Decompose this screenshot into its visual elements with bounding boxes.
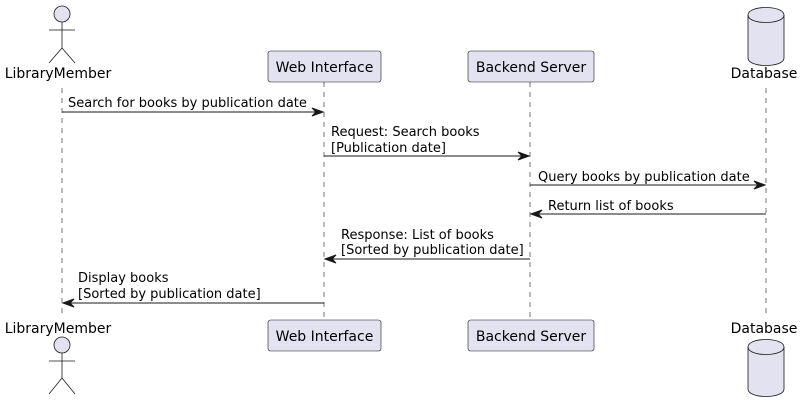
message-search-books: Search for books by publication date <box>62 96 325 117</box>
actor-label: LibraryMember <box>5 66 112 82</box>
arrowhead <box>529 209 543 219</box>
actor-library-member-top: LibraryMember <box>5 5 112 82</box>
actor-icon <box>48 336 76 395</box>
message-label-line-2: [Sorted by publication date] <box>341 243 524 258</box>
message-label: Return list of books <box>548 199 674 214</box>
participant-label: Backend Server <box>476 60 586 76</box>
message-label-line-2: [Sorted by publication date] <box>78 287 261 302</box>
arrowhead <box>323 254 337 264</box>
participant-label: Database <box>731 66 798 82</box>
participant-label: Web Interface <box>276 60 374 76</box>
arrowhead <box>753 180 767 190</box>
participant-backend-server-bottom: Backend Server <box>467 319 595 352</box>
participant-box <box>467 50 595 83</box>
message-label-line-1: Response: List of books <box>341 228 494 243</box>
participant-box <box>267 50 382 83</box>
participant-web-interface-top: Web Interface <box>267 50 382 83</box>
database-icon <box>747 339 785 397</box>
message-return-list: Return list of books <box>529 199 766 219</box>
actor-icon <box>48 5 76 64</box>
message-query-books: Query books by publication date <box>530 170 767 190</box>
participant-label: Backend Server <box>476 329 586 345</box>
participant-box <box>467 319 595 352</box>
database-icon <box>747 7 785 66</box>
actor-label: LibraryMember <box>5 321 112 337</box>
arrowhead <box>311 107 325 117</box>
message-request-search-books: Request: Search books [Publication date] <box>324 125 531 161</box>
participant-box <box>267 319 382 352</box>
message-display-books: Display books [Sorted by publication dat… <box>61 271 324 308</box>
message-label-line-1: Display books <box>78 271 169 286</box>
participant-label: Web Interface <box>276 329 374 345</box>
participant-database-bottom: Database <box>731 321 798 397</box>
message-response-list: Response: List of books [Sorted by publi… <box>323 228 530 264</box>
message-label-line-2: [Publication date] <box>331 141 446 156</box>
message-label: Search for books by publication date <box>68 96 307 111</box>
arrowhead <box>517 151 531 161</box>
participant-database-top: Database <box>731 7 798 82</box>
message-label: Query books by publication date <box>538 170 750 185</box>
participant-web-interface-bottom: Web Interface <box>267 319 382 352</box>
message-label-line-1: Request: Search books <box>331 125 480 140</box>
arrowhead <box>61 298 75 308</box>
actor-library-member-bottom: LibraryMember <box>5 321 112 395</box>
participant-backend-server-top: Backend Server <box>467 50 595 83</box>
participant-label: Database <box>731 321 798 337</box>
